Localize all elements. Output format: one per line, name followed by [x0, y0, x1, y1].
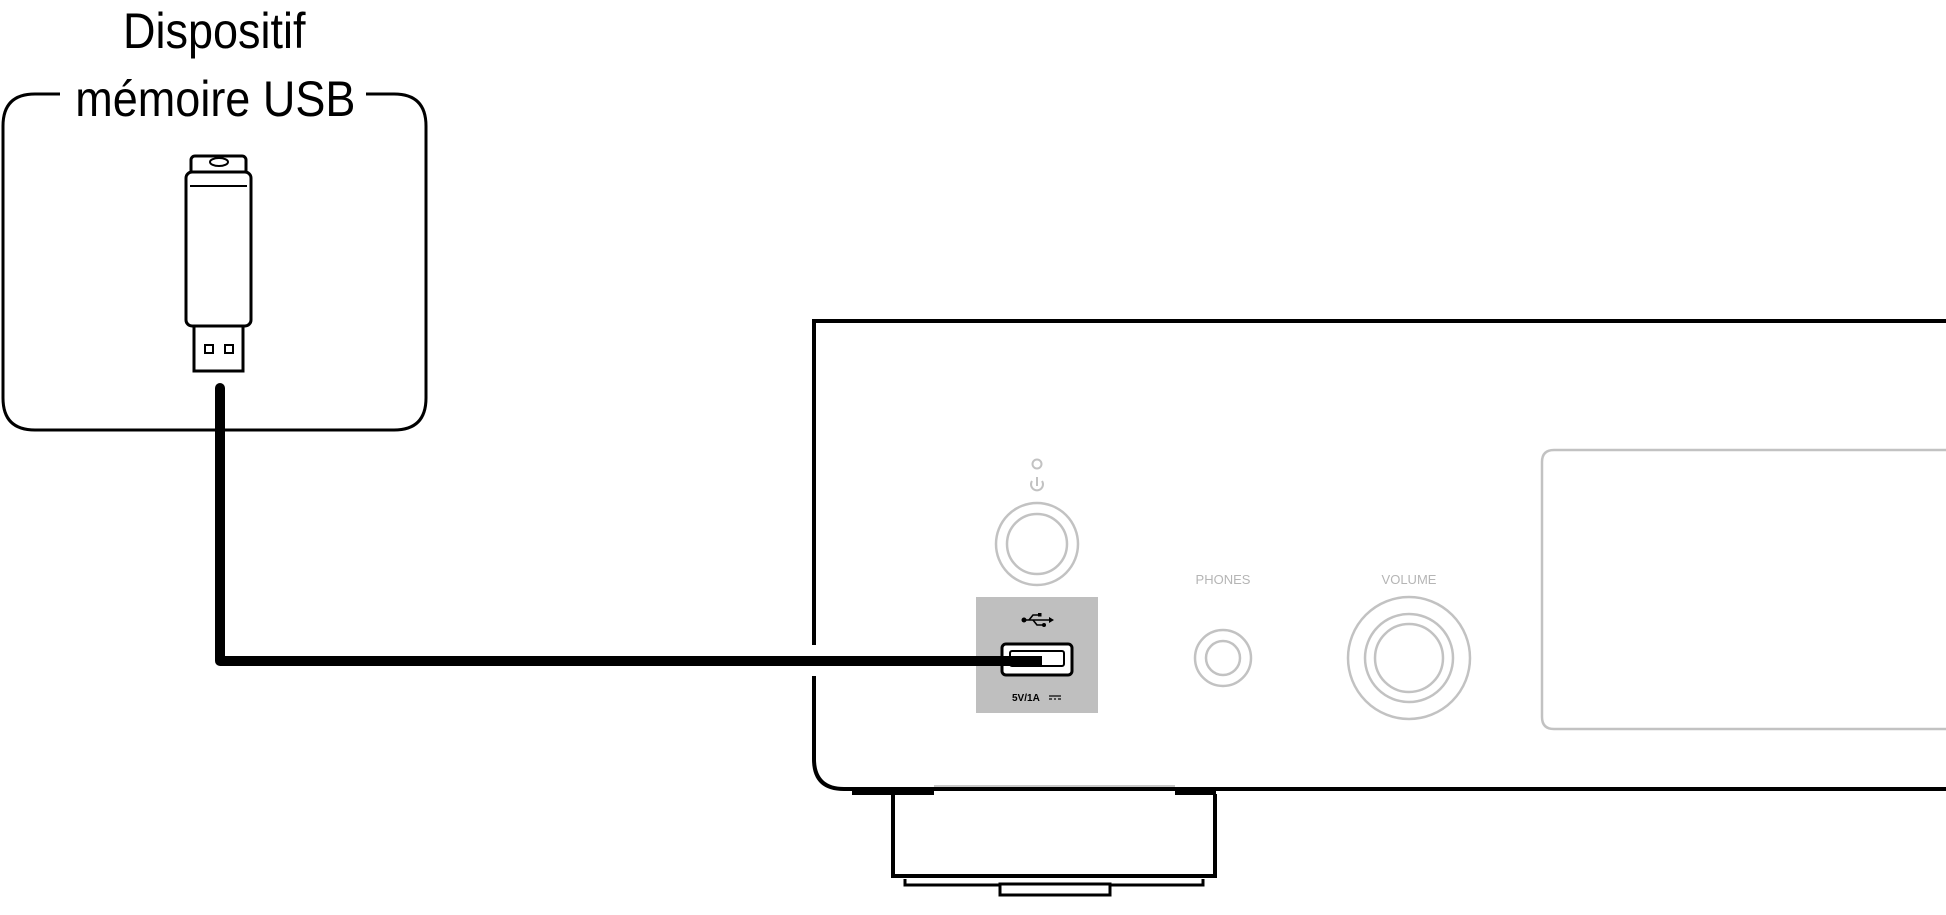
player-foot	[852, 785, 1217, 897]
phones-label: PHONES	[1196, 572, 1251, 587]
usb-drive-lanyard-hole	[209, 157, 229, 167]
power-icon	[1030, 477, 1044, 492]
volume-label: VOLUME	[1382, 572, 1437, 587]
usb-rating-label: 5V/1A	[1012, 693, 1040, 704]
player-chassis-outline	[812, 319, 1946, 791]
usb-drive-body	[184, 170, 253, 328]
usb-cable-plug	[1002, 656, 1042, 666]
usb-icon	[1021, 613, 1054, 627]
usb-drive-contact-right	[224, 344, 234, 354]
usb-cable	[215, 383, 1041, 666]
dc-symbol-icon	[1049, 695, 1061, 700]
display-window	[1540, 448, 1946, 731]
power-button[interactable]	[994, 501, 1080, 587]
callout-title-line-1: Dispositif	[123, 3, 306, 59]
usb-flash-drive	[184, 154, 253, 373]
standby-indicator	[1031, 458, 1043, 470]
phones-jack[interactable]	[1193, 628, 1253, 688]
callout-title-line-2: mémoire USB	[75, 71, 356, 127]
usb-drive-contact-left	[204, 344, 214, 354]
volume-knob[interactable]	[1346, 595, 1472, 721]
usb-device-callout-frame	[1, 92, 428, 432]
usb-drive-connector	[192, 324, 245, 373]
